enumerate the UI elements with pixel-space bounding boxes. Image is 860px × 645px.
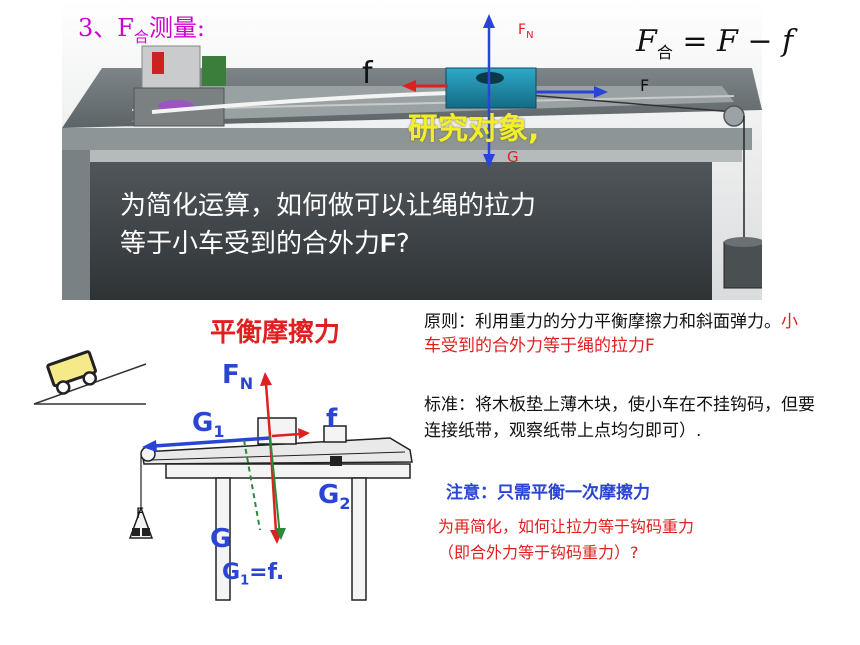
title-prefix: 3、F bbox=[78, 14, 134, 42]
principle-black: 原则：利用重力的分力平衡摩擦力和斜面弹力。 bbox=[424, 312, 781, 332]
resimplify-question: 为再简化，如何让拉力等于钩码重力 （即合外力等于钩码重力）? bbox=[438, 514, 838, 566]
diagram-g1f-rest: =f. bbox=[249, 560, 285, 585]
simplify-question: 为简化运算，如何做可以让绳的拉力 等于小车受到的合外力F? bbox=[120, 188, 680, 263]
resimplify-line-1: 为再简化，如何让拉力等于钩码重力 bbox=[438, 517, 695, 536]
question-line-1: 为简化运算，如何做可以让绳的拉力 bbox=[120, 191, 537, 221]
normal-force-main: F bbox=[518, 22, 527, 38]
friction-balance-diagram bbox=[128, 372, 413, 601]
principle-red: 小车受到的合外力等于绳的拉力F bbox=[424, 312, 798, 356]
pull-force-label: F bbox=[640, 76, 650, 95]
lab-track-scene bbox=[62, 0, 762, 300]
question-line-2: 等于小车受到的合外力F? bbox=[120, 225, 680, 263]
diagram-g1-label: G1 bbox=[192, 408, 224, 441]
question-line-2a: 等于小车受到的合外力 bbox=[120, 229, 381, 259]
diagram-g1-main: G bbox=[192, 408, 214, 438]
research-object-label: 研究对象, bbox=[408, 112, 540, 147]
diagram-g1-equals-f: G1=f. bbox=[222, 560, 284, 588]
diagram-g-label: G bbox=[210, 524, 232, 554]
normal-force-sub: N bbox=[526, 29, 534, 41]
slide-title: 3、F合测量: bbox=[78, 8, 205, 47]
friction-label: f bbox=[362, 56, 373, 91]
normal-force-label: FN bbox=[518, 22, 534, 41]
diagram-g2-sub: 2 bbox=[339, 494, 351, 514]
title-sub: 合 bbox=[133, 27, 149, 46]
diagram-g1-sub: 1 bbox=[213, 422, 225, 442]
diagram-g2-label: G2 bbox=[318, 480, 350, 513]
diagram-f-label: f bbox=[326, 404, 338, 434]
diagram-fn-main: F bbox=[222, 360, 240, 390]
diagram-fn-label: FN bbox=[222, 360, 253, 393]
diagram-fn-sub: N bbox=[239, 374, 254, 394]
title-suffix: 测量: bbox=[148, 14, 206, 42]
formula-sub: 合 bbox=[656, 43, 673, 62]
balance-friction-title: 平衡摩擦力 bbox=[210, 318, 341, 348]
incline-cart-icon bbox=[33, 350, 147, 405]
diagram-weight-F-label: F bbox=[136, 506, 145, 522]
question-line-2c: ? bbox=[395, 229, 410, 259]
resimplify-line-2: （即合外力等于钩码重力）? bbox=[438, 543, 639, 562]
notice-text: 注意：只需平衡一次摩擦力 bbox=[446, 483, 650, 503]
diagram-g1f-sub: 1 bbox=[240, 573, 250, 589]
principle-text: 原则：利用重力的分力平衡摩擦力和斜面弹力。小车受到的合外力等于绳的拉力F bbox=[424, 310, 804, 358]
standard-text: 标准：将木板垫上薄木块，使小车在不挂钩码，但要连接纸带，观察纸带上点均匀即可）. bbox=[424, 395, 815, 441]
net-force-formula: F合 = F − f bbox=[636, 24, 793, 63]
formula-F: F bbox=[636, 24, 657, 59]
diagram-g1f-main: G bbox=[222, 560, 241, 585]
formula-rest: = F − f bbox=[672, 24, 794, 59]
question-line-2b: F bbox=[380, 228, 396, 258]
gravity-label: G bbox=[507, 148, 519, 166]
diagram-g2-main: G bbox=[318, 480, 340, 510]
